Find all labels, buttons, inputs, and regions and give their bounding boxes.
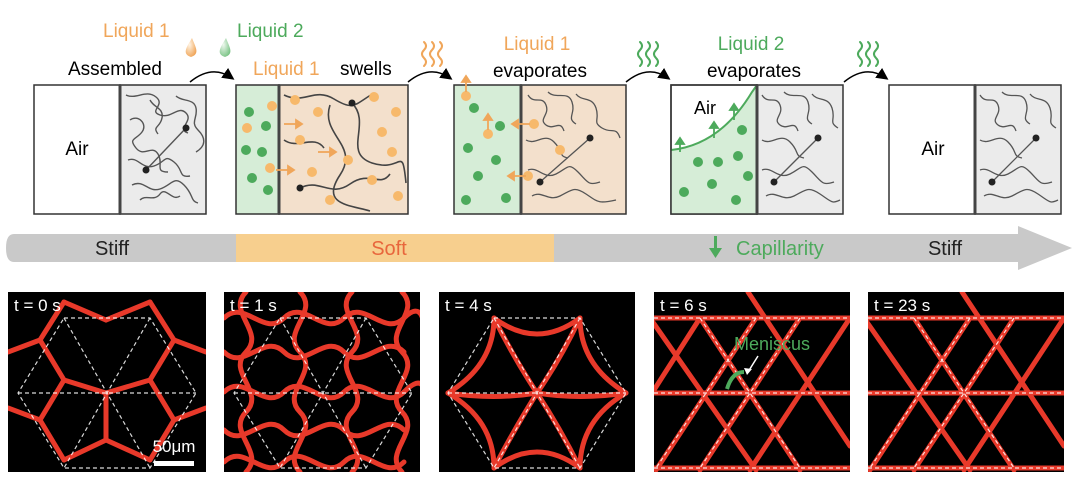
schematic-panel-5: Air xyxy=(889,85,1061,214)
evap2-evaporates-label: evaporates xyxy=(707,61,801,82)
time-label-3: t = 4 s xyxy=(445,296,492,315)
vapor-green-icon-2 xyxy=(858,42,878,66)
liquid1-droplet-icon xyxy=(186,38,197,57)
scale-bar-label: 50μm xyxy=(153,437,196,456)
schematic-panel-4: Air xyxy=(671,85,843,214)
schematic-panel-3 xyxy=(454,76,626,214)
stiffness-bar: Stiff Soft Capillarity Stiff xyxy=(6,226,1072,270)
micro-panel-4: t = 6 s Meniscus xyxy=(650,292,850,472)
time-label-4: t = 6 s xyxy=(660,296,707,315)
transition-arrow-2 xyxy=(408,72,450,82)
schematic-panel-1: Air xyxy=(34,85,206,214)
air-label-1: Air xyxy=(65,139,89,160)
time-label-2: t = 1 s xyxy=(230,296,277,315)
transition-arrow-4 xyxy=(844,72,886,82)
liquid2-droplet-icon xyxy=(220,38,231,57)
soft-label: Soft xyxy=(371,238,407,260)
swells-word: swells xyxy=(340,59,392,80)
vapor-orange-icon xyxy=(422,42,442,66)
time-label-1: t = 0 s xyxy=(14,296,61,315)
stiff-left-label: Stiff xyxy=(95,238,130,260)
micro-panel-2: t = 1 s xyxy=(224,292,424,472)
schematic-panel-2 xyxy=(236,85,408,214)
time-label-5: t = 23 s xyxy=(874,296,930,315)
transition-arrow-1 xyxy=(190,72,232,82)
micro-panel-5: t = 23 s xyxy=(864,292,1064,472)
evap1-evaporates-label: evaporates xyxy=(493,61,587,82)
evap2-liquid-label: Liquid 2 xyxy=(718,34,785,55)
liquid2-label: Liquid 2 xyxy=(237,21,304,42)
swells-liquid-label: Liquid 1 xyxy=(253,59,320,80)
micro-panel-3: t = 4 s xyxy=(439,292,635,472)
transition-arrow-3 xyxy=(626,72,668,82)
evap1-liquid-label: Liquid 1 xyxy=(504,34,571,55)
stiff-right-label: Stiff xyxy=(928,238,963,260)
liquid1-label: Liquid 1 xyxy=(103,21,170,42)
micro-panel-1: t = 0 s 50μm xyxy=(8,292,206,472)
scale-bar xyxy=(154,461,194,466)
capillarity-label: Capillarity xyxy=(736,238,824,260)
assembled-label: Assembled xyxy=(68,59,162,80)
vapor-green-icon-1 xyxy=(638,42,658,66)
air-label-4: Air xyxy=(694,98,716,118)
air-label-5: Air xyxy=(921,139,945,160)
meniscus-label: Meniscus xyxy=(734,334,810,354)
